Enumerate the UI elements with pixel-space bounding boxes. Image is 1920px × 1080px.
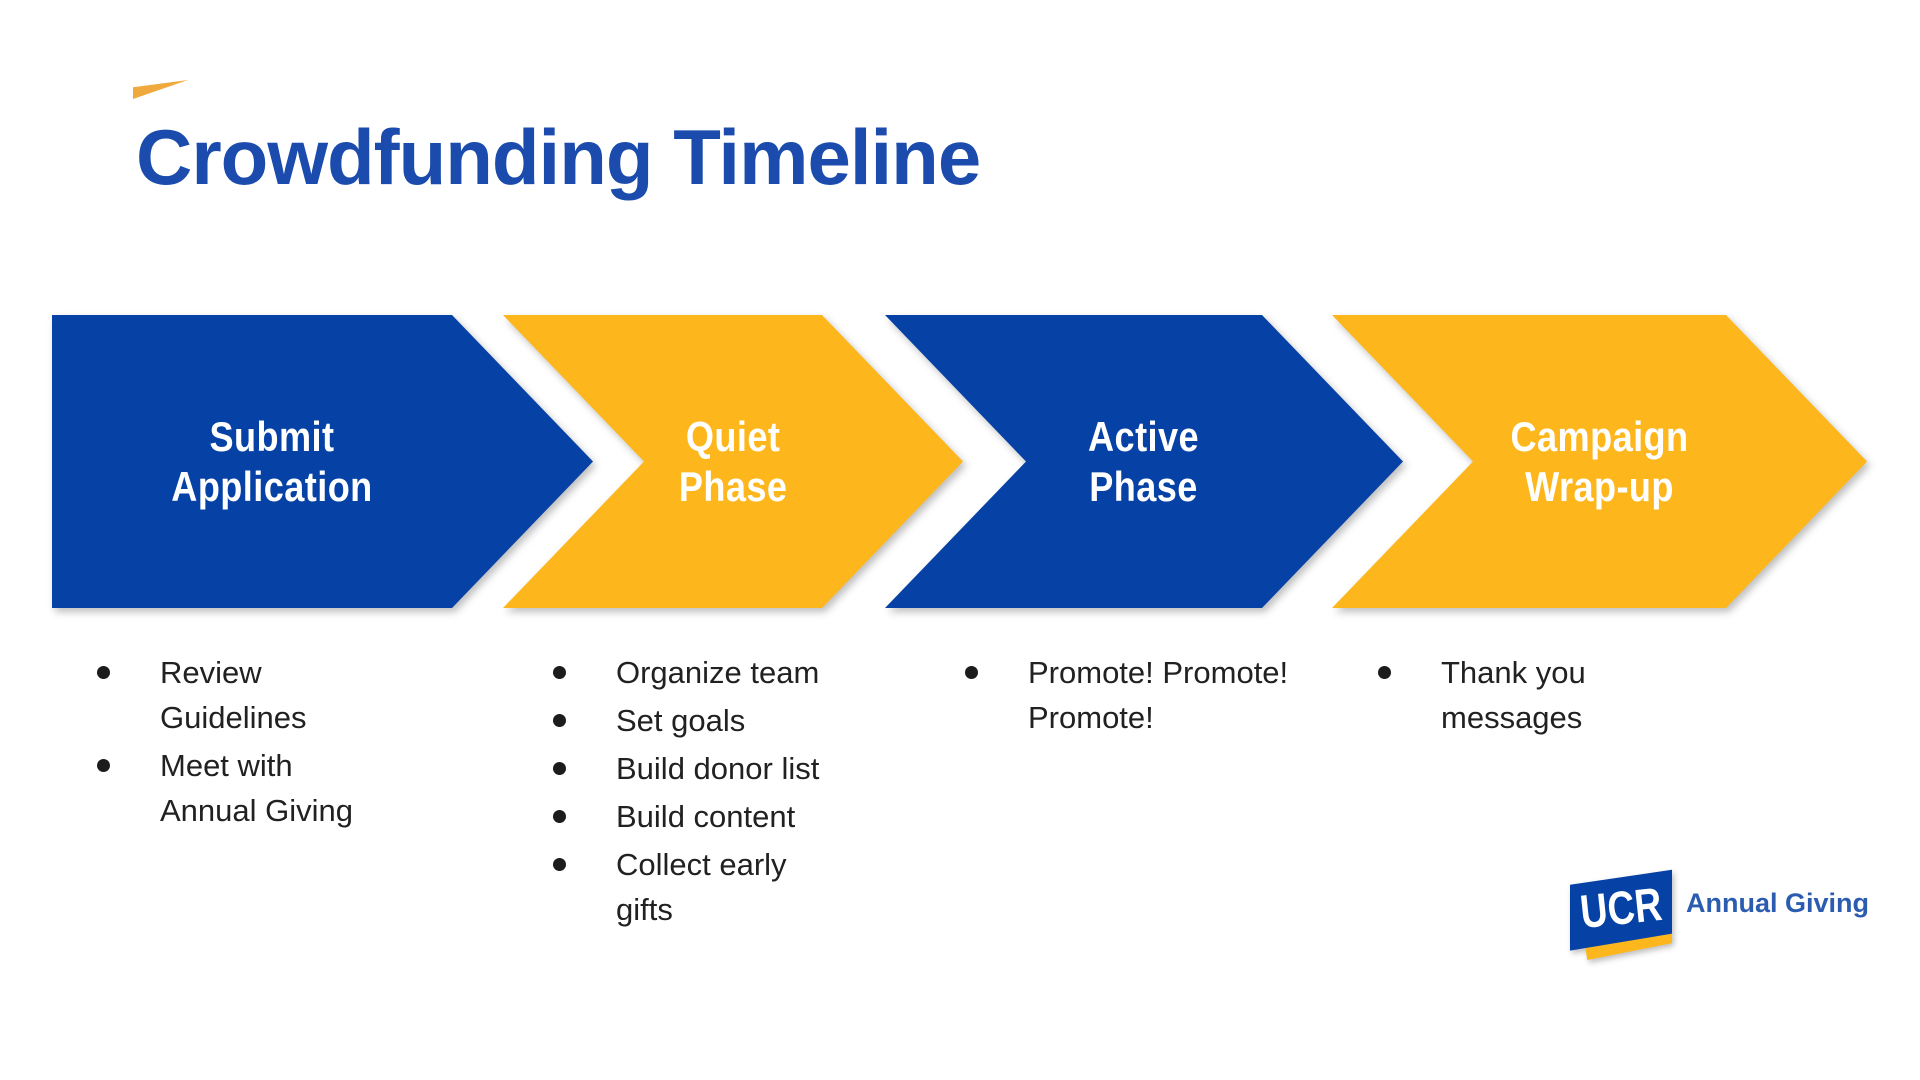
list-item-text: Build donor list — [616, 751, 820, 786]
ucr-logo-mark: UCR — [1577, 876, 1665, 938]
list-item-text: Build content — [616, 799, 796, 834]
timeline-step-active-phase: Active Phase — [885, 315, 1403, 608]
bullet-list-quiet-phase: Organize team Set goals Build donor list… — [553, 650, 883, 935]
step-label-container: Quiet Phase — [503, 315, 963, 608]
list-item-text: Organize team — [616, 655, 820, 690]
step-label: Quiet Phase — [678, 413, 788, 510]
page-title: Crowdfunding Timeline — [136, 113, 981, 201]
list-item: Collect early gifts — [553, 842, 883, 932]
bullet-dot-icon — [553, 858, 566, 871]
list-item-text: Thank you messages — [1441, 655, 1586, 735]
list-item-text: Set goals — [616, 703, 746, 738]
step-label-container: Campaign Wrap-up — [1332, 315, 1867, 608]
timeline-step-campaign-wrap-up: Campaign Wrap-up — [1332, 315, 1867, 608]
timeline-step-quiet-phase: Quiet Phase — [503, 315, 963, 608]
list-item: Thank you messages — [1378, 650, 1668, 740]
list-item: Meet with Annual Giving — [97, 743, 407, 833]
annual-giving-label: Annual Giving — [1686, 888, 1870, 918]
bullet-dot-icon — [965, 666, 978, 679]
list-item-text: Review Guidelines — [160, 655, 307, 735]
bullet-list-campaign-wrap-up: Thank you messages — [1378, 650, 1668, 743]
bullet-dot-icon — [97, 666, 110, 679]
timeline-step-submit-application: Submit Application — [52, 315, 593, 608]
list-item-text: Collect early gifts — [616, 847, 787, 927]
timeline-arrows: Submit Application Quiet Phase Active Ph… — [0, 315, 1920, 608]
step-label-container: Active Phase — [885, 315, 1403, 608]
bullet-dot-icon — [553, 666, 566, 679]
ucr-flag-logo: UCR — [1570, 866, 1672, 960]
step-label: Submit Application — [171, 413, 373, 510]
bullet-dot-icon — [97, 759, 110, 772]
list-item-text: Promote! Promote! Promote! — [1028, 655, 1289, 735]
step-label: Active Phase — [1088, 413, 1200, 510]
bullet-dot-icon — [553, 810, 566, 823]
list-item-text: Meet with Annual Giving — [160, 748, 354, 828]
bullet-list-submit-application: Review Guidelines Meet with Annual Givin… — [97, 650, 407, 836]
bullet-dot-icon — [553, 714, 566, 727]
step-label: Campaign Wrap-up — [1510, 413, 1689, 510]
list-item: Build content — [553, 794, 883, 839]
bullet-dot-icon — [553, 762, 566, 775]
list-item: Build donor list — [553, 746, 883, 791]
bullet-dot-icon — [1378, 666, 1391, 679]
step-label-container: Submit Application — [52, 315, 593, 608]
title-accent-swoosh-icon — [133, 80, 188, 99]
list-item: Organize team — [553, 650, 883, 695]
ucr-annual-giving-logo: UCR Annual Giving — [1570, 866, 1869, 966]
bullet-list-active-phase: Promote! Promote! Promote! — [965, 650, 1335, 743]
list-item: Review Guidelines — [97, 650, 407, 740]
list-item: Promote! Promote! Promote! — [965, 650, 1335, 740]
list-item: Set goals — [553, 698, 883, 743]
